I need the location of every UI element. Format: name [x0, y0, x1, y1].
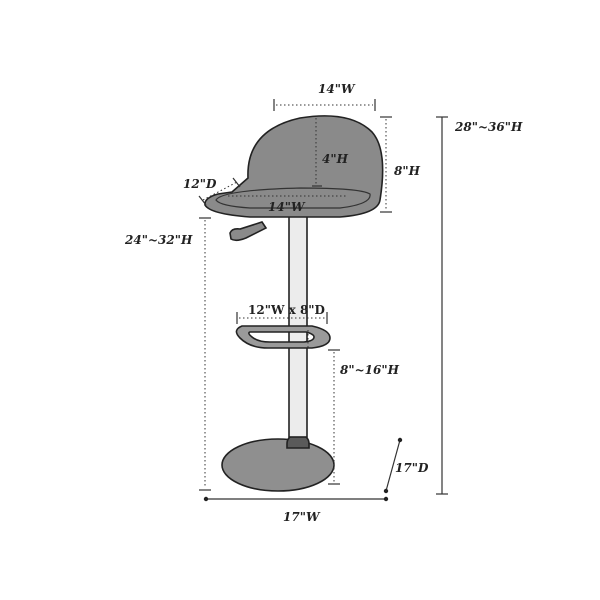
label-base-depth: 17"D	[395, 461, 429, 475]
dim-seat-depth-tick-a	[198, 195, 207, 206]
label-base-width: 17"W	[283, 510, 321, 524]
dim-seat-depth-tick-b	[232, 177, 241, 188]
dim-base-depth-end-b	[397, 437, 403, 443]
dim-seat-depth-line	[202, 181, 238, 201]
label-overall-height-range: 28"~36"H	[454, 120, 523, 134]
dim-base-depth-line	[385, 439, 401, 492]
gas-lever	[229, 221, 268, 242]
seat-surface	[215, 187, 371, 209]
label-footrest-height-range: 8"~16"H	[340, 363, 400, 377]
stool-base	[221, 438, 335, 492]
dim-base-width-end-left	[203, 496, 209, 502]
label-seat-back-height: 4"H	[322, 152, 349, 166]
label-seat-back-width: 14"W	[318, 82, 356, 96]
label-seat-height: 8"H	[394, 164, 421, 178]
label-seat-width: 14"W	[268, 200, 306, 214]
label-seat-height-range: 24"~32"H	[124, 233, 193, 247]
footrest-ring	[235, 325, 331, 349]
dim-base-width-end-right	[383, 496, 389, 502]
dim-base-depth-end-a	[383, 488, 389, 494]
label-seat-depth: 12"D	[183, 177, 217, 191]
stool-seat	[204, 115, 384, 218]
label-footrest-size: 12"W x 8"D	[248, 303, 325, 317]
